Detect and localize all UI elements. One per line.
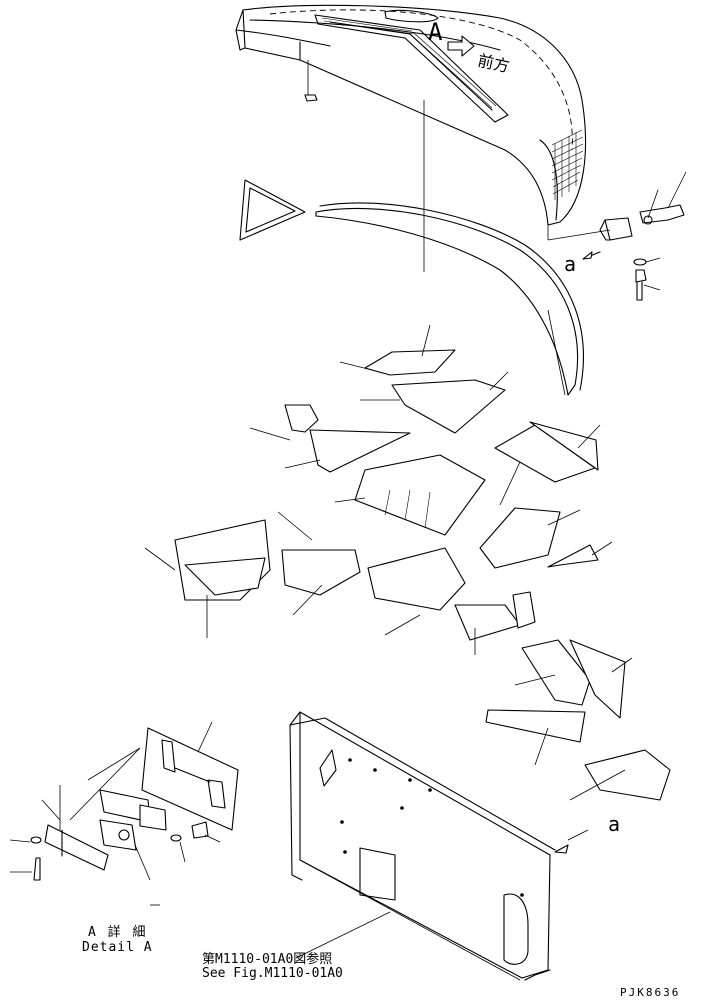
detail-title-en: Detail A [82, 940, 153, 955]
detail-title-jp: A 詳 細 [88, 925, 148, 940]
seal-gasket [239, 179, 584, 396]
bracket-hardware [547, 171, 687, 301]
insulation-pads [144, 324, 671, 801]
hood-cover [235, 4, 587, 226]
counterweight-panel [289, 711, 589, 981]
drawing-code: PJK8636 [620, 986, 681, 999]
connector-a-label-bottom: a [608, 812, 621, 836]
reference-note-en: See Fig.M1110-01A0 [202, 966, 343, 981]
connector-a-label-top: a [564, 252, 577, 276]
reference-note-jp: 第M1110-01A0図参照 [202, 952, 333, 967]
view-arrow-label: A [428, 18, 443, 46]
detail-a-assembly [9, 721, 239, 906]
panel-holes [340, 758, 524, 897]
